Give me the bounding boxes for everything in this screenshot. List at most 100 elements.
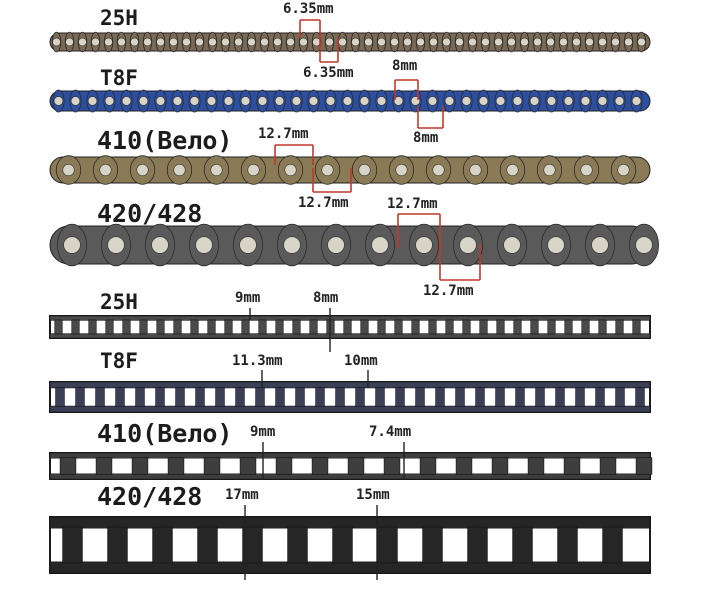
measure-t8f-top: 8mm	[392, 58, 418, 74]
chain-25h-top-roller	[292, 319, 301, 335]
chain-25h-top-roller	[564, 319, 573, 335]
chain-t8f-top-roller	[155, 387, 165, 407]
measure-t8f-bottom: 8mm	[413, 130, 439, 146]
chain-420-side-pin	[327, 236, 345, 254]
chain-420-side-pin	[107, 236, 125, 254]
chain-t8f-side-pin	[104, 96, 115, 106]
chain-25h-top-roller	[54, 319, 63, 335]
chain-25h-side-pin	[351, 37, 360, 47]
chain-410-side-pin	[543, 163, 556, 177]
chain-25h-top-roller	[71, 319, 80, 335]
chain-25h-top-roller	[462, 319, 471, 335]
chain-410-top-roller	[599, 457, 617, 475]
chain-410-side-pin	[469, 163, 482, 177]
chain-25h-side-pin	[377, 37, 386, 47]
chain-t8f-top-roller	[455, 387, 465, 407]
chain-420-side-pin	[283, 236, 301, 254]
chain-25h-side-pin	[546, 37, 555, 47]
chain-t8f-side-pin	[376, 96, 387, 106]
chain-410-top-roller	[455, 457, 473, 475]
chain-25h-top-roller	[275, 319, 284, 335]
chain-420-top-roller	[557, 526, 578, 564]
chain-25h-side-pin	[221, 37, 230, 47]
chain-25h-top-roller	[496, 319, 505, 335]
chain-420-top-rail-top	[49, 516, 651, 529]
chain-25h-side-pin	[507, 37, 516, 47]
chain-label-t8f-top: T8F	[100, 66, 138, 90]
measure-25h-right: 8mm	[313, 290, 339, 306]
measure-410-right: 7.4mm	[369, 424, 412, 440]
chain-410-top-roller	[95, 457, 113, 475]
chain-t8f-side-pin	[274, 96, 285, 106]
chain-t8f-side-pin	[580, 96, 591, 106]
measure-410-left: 9mm	[250, 424, 276, 440]
chain-25h-top-roller	[258, 319, 267, 335]
chain-420-side-pin	[239, 236, 257, 254]
chain-t8f-side-pin	[614, 96, 625, 106]
chain-410-side-pin	[62, 163, 75, 177]
chain-25h-side-pin	[533, 37, 542, 47]
chain-25h-side-pin	[130, 37, 139, 47]
measure-t8f-right: 10mm	[344, 353, 378, 369]
chain-25h-top-roller	[309, 319, 318, 335]
chain-420-top-roller	[107, 526, 128, 564]
chain-25h-side-pin	[117, 37, 126, 47]
chain-25h-top-roller	[190, 319, 199, 335]
measure-410-bottom: 12.7mm	[298, 195, 349, 211]
chain-t8f-side-pin	[546, 96, 557, 106]
measure-420-top: 12.7mm	[387, 196, 438, 212]
chain-t8f-side-pin	[308, 96, 319, 106]
chain-410-side-pin	[173, 163, 186, 177]
chain-420-side-pin	[635, 236, 653, 254]
chain-t8f-top-roller	[275, 387, 285, 407]
chain-25h-top-roller	[411, 319, 420, 335]
chain-25h-side-pin	[390, 37, 399, 47]
chain-25h-side-pin	[403, 37, 412, 47]
chain-25h-side-pin	[520, 37, 529, 47]
chain-25h-side-pin	[273, 37, 282, 47]
measure-25h-bottom: 6.35mm	[303, 65, 354, 81]
chain-t8f-top-roller	[495, 387, 505, 407]
chain-410-side-pin	[580, 163, 593, 177]
chain-420-top-rail-bottom	[49, 561, 651, 574]
chain-25h-top-roller	[513, 319, 522, 335]
chain-410-top-roller	[635, 457, 653, 475]
chain-420-top-roller	[602, 526, 623, 564]
chain-label-420-bottom: 420/428	[97, 482, 203, 511]
chain-25h-side-pin	[78, 37, 87, 47]
measure-25h-top: 6.35mm	[283, 1, 334, 17]
chain-25h-side-pin	[481, 37, 490, 47]
chain-25h-top-roller	[360, 319, 369, 335]
chain-410-side-pin	[395, 163, 408, 177]
chain-t8f-top-roller	[235, 387, 245, 407]
chain-25h-side-pin	[182, 37, 191, 47]
chain-25h-side-pin	[208, 37, 217, 47]
chain-t8f-side-pin	[427, 96, 438, 106]
chain-410-side-pin	[99, 163, 112, 177]
chain-t8f-top-roller	[635, 387, 645, 407]
chain-t8f-side-pin	[495, 96, 506, 106]
chain-410-side-pin	[136, 163, 149, 177]
chain-410-top-roller	[239, 457, 257, 475]
chain-420-top-roller	[62, 526, 83, 564]
chain-25h-side-pin	[637, 37, 646, 47]
chain-25h-top-roller	[445, 319, 454, 335]
chain-410-top-roller	[275, 457, 293, 475]
chain-420-top-roller	[467, 526, 488, 564]
chain-25h-side-pin	[494, 37, 503, 47]
chain-410-top-roller	[527, 457, 545, 475]
chain-25h-side-pin	[156, 37, 165, 47]
chain-420-top-roller	[377, 526, 398, 564]
chain-420-side-pin	[415, 236, 433, 254]
chain-t8f-side-pin	[529, 96, 540, 106]
chain-25h-top-roller	[632, 319, 641, 335]
chain-25h-side-pin	[195, 37, 204, 47]
chain-25h-side-pin	[364, 37, 373, 47]
chain-420-top-roller	[287, 526, 308, 564]
chain-25h-side-pin	[91, 37, 100, 47]
chain-420-top-roller	[197, 526, 218, 564]
chain-t8f-top-roller	[315, 387, 325, 407]
chain-t8f-side-pin	[155, 96, 166, 106]
chain-25h-side-pin	[299, 37, 308, 47]
